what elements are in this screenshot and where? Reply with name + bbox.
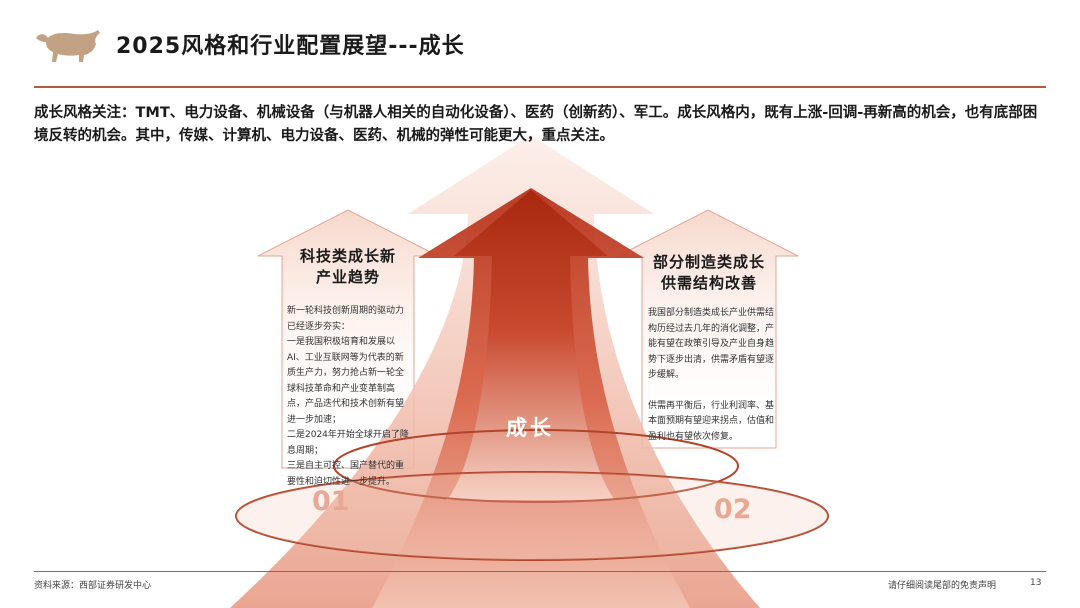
panel-1-para-2: 一是我国积极培育和发展以AI、工业互联网等为代表的新质生产力，努力抢占新一轮全球…: [287, 337, 405, 425]
inner-ring: [333, 429, 739, 503]
intro-text: 成长风格关注：TMT、电力设备、机械设备（与机器人相关的自动化设备）、医药（创新…: [34, 105, 1038, 144]
panel-2-title-line1: 部分制造类成长: [652, 253, 765, 271]
page-title: 2025风格和行业配置展望---成长: [116, 34, 465, 59]
panel-1-title-line2: 产业趋势: [315, 268, 380, 286]
panel-2-number: 02: [714, 494, 752, 525]
panel-2-para-2: 供需再平衡后，行业利润率、基本面预期有望迎来拐点，估值和盈利也有望依次修复。: [648, 400, 775, 442]
panel-1-body: 新一轮科技创新周期的驱动力已经逐步夯实： 一是我国积极培育和发展以AI、工业互联…: [287, 304, 411, 490]
outer-ring: [235, 471, 829, 561]
outer-ring-glow: [236, 472, 828, 560]
panel-1-para-4: 三是自主可控、国产替代的重要性和迫切性进一步提升。: [287, 461, 405, 487]
panel-1-number: 01: [312, 486, 350, 517]
panel-1-title: 科技类成长新 产业趋势: [282, 246, 414, 288]
page-number: 13: [1030, 578, 1042, 588]
header-divider: [34, 86, 1046, 88]
panel-2-title: 部分制造类成长 供需结构改善: [642, 252, 776, 294]
inner-arrow: [447, 190, 615, 500]
panel-2-para-1: 我国部分制造类成长产业供需结构历经过去几年的消化调整，产能有望在政策引导及产业自…: [648, 308, 775, 380]
left-arrow-panel: [257, 209, 439, 469]
right-arrow-panel: [617, 209, 799, 449]
disclaimer-note: 请仔细阅读尾部的免责声明: [888, 581, 997, 591]
panel-1-title-line1: 科技类成长新: [299, 247, 396, 265]
growth-label: 成长: [506, 416, 554, 440]
panel-2-title-line2: 供需结构改善: [660, 274, 757, 292]
source-note: 资料来源：西部证券研发中心: [34, 581, 152, 591]
bull-logo-icon: [36, 30, 100, 62]
footer-divider: [34, 571, 1046, 572]
panel-1-para-3: 二是2024年开始全球开启了降息周期；: [287, 430, 409, 456]
panel-1-para-1: 新一轮科技创新周期的驱动力已经逐步夯实：: [287, 306, 405, 332]
panel-2-body: 我国部分制造类成长产业供需结构历经过去几年的消化调整，产能有望在政策引导及产业自…: [648, 306, 774, 445]
